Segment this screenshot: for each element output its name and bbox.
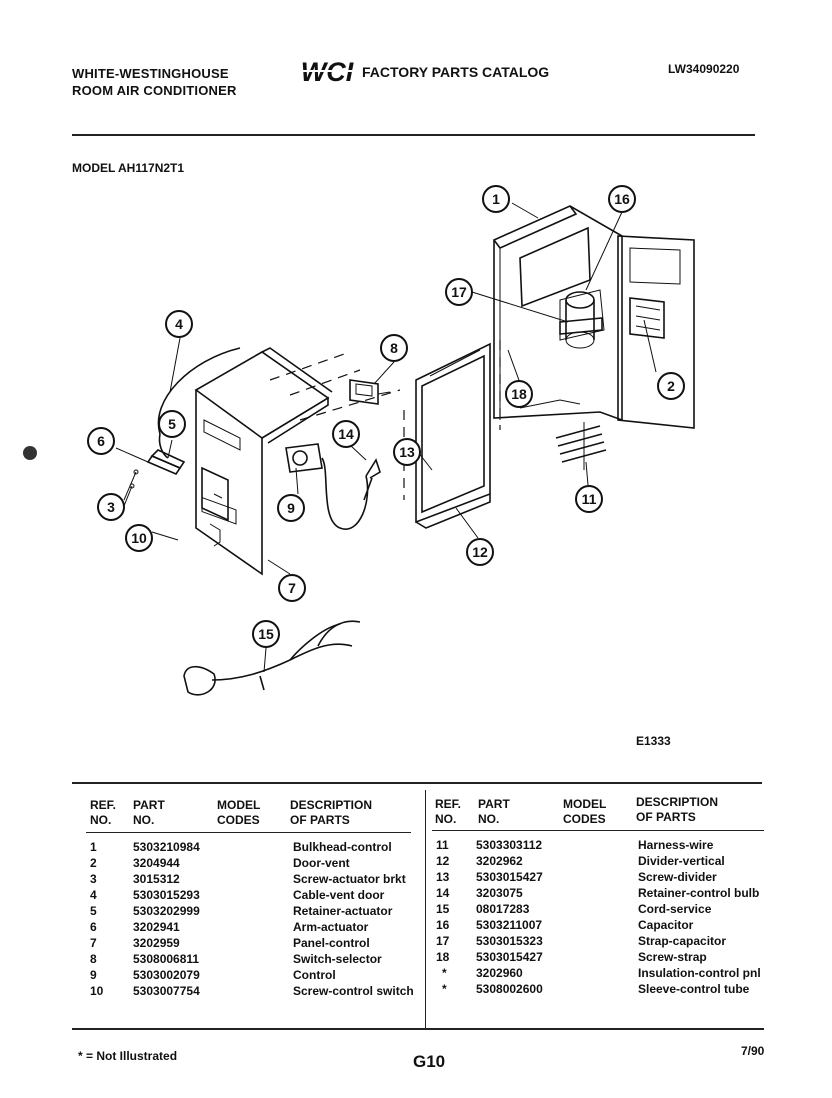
control-panel-drawing	[194, 347, 401, 576]
callout-label: 16	[614, 191, 630, 207]
callout-label: 2	[667, 378, 675, 394]
harness-wire-drawing	[555, 422, 607, 470]
callout-leaders	[115, 202, 657, 673]
callout-16: 16	[608, 185, 636, 213]
callout-label: 4	[175, 316, 183, 332]
header-ref-no-right: REF.NO.	[435, 797, 462, 826]
right-header-rule	[432, 830, 764, 831]
vent-door-drawing	[617, 235, 695, 429]
callout-label: 8	[390, 340, 398, 356]
callout-label: 15	[258, 626, 274, 642]
callout-7: 7	[278, 574, 306, 602]
table-top-rule	[72, 782, 762, 784]
callout-label: 18	[511, 386, 527, 402]
callout-8: 8	[380, 334, 408, 362]
callout-label: 14	[338, 426, 354, 442]
model-label: MODEL AH117N2T1	[72, 161, 185, 175]
catalog-title: FACTORY PARTS CATALOG	[362, 64, 550, 80]
callout-10: 10	[125, 524, 153, 552]
diagram-code: E1333	[636, 734, 671, 748]
selector-switch-drawing	[349, 379, 391, 405]
callout-3: 3	[97, 493, 125, 521]
callout-label: 1	[492, 191, 500, 207]
callout-18: 18	[505, 380, 533, 408]
exploded-parts-diagram: 1 2 3 4 5 6 7 8 9 10 11 12 13 14 15 16 1…	[23, 185, 695, 696]
callout-label: 10	[131, 530, 147, 546]
callout-label: 11	[582, 491, 597, 507]
callout-17: 17	[445, 278, 473, 306]
callout-9: 9	[277, 494, 305, 522]
not-illustrated-footnote: * = Not Illustrated	[78, 1049, 178, 1063]
callout-label: 7	[288, 580, 296, 596]
brand-line-1: WHITE-WESTINGHOUSE	[72, 66, 229, 81]
callout-5: 5	[158, 410, 186, 438]
callout-13: 13	[393, 438, 421, 466]
callout-11: 11	[575, 485, 603, 513]
document-number: LW34090220	[668, 62, 740, 76]
thermostat-control-drawing	[285, 443, 381, 530]
scan-speck	[23, 446, 37, 460]
callout-2: 2	[657, 372, 685, 400]
header-rule	[72, 134, 755, 136]
callout-label: 12	[472, 544, 488, 560]
callout-14: 14	[332, 420, 360, 448]
table-bottom-rule	[72, 1028, 764, 1030]
callout-label: 3	[107, 499, 115, 515]
left-header-rule	[86, 832, 411, 833]
header-ref-no-left: REF.NO.	[90, 798, 117, 827]
page-number: G10	[413, 1052, 446, 1071]
callout-6: 6	[87, 427, 115, 455]
callout-label: 9	[287, 500, 295, 516]
callout-1: 1	[482, 185, 510, 213]
catalog-date: 7/90	[741, 1044, 765, 1058]
callout-15: 15	[252, 620, 280, 648]
table-divider	[425, 790, 426, 1028]
callout-12: 12	[466, 538, 494, 566]
brand-line-2: ROOM AIR CONDITIONER	[72, 83, 237, 98]
callout-label: 5	[168, 416, 176, 432]
vertical-divider-drawing	[403, 340, 501, 529]
wci-logo: WCI	[298, 58, 356, 86]
service-cord-drawing	[183, 620, 361, 696]
callout-label: 13	[399, 444, 415, 460]
callout-label: 6	[97, 433, 105, 449]
actuator-arm-drawing	[129, 449, 186, 489]
callout-4: 4	[165, 310, 193, 338]
callout-label: 17	[451, 284, 467, 300]
